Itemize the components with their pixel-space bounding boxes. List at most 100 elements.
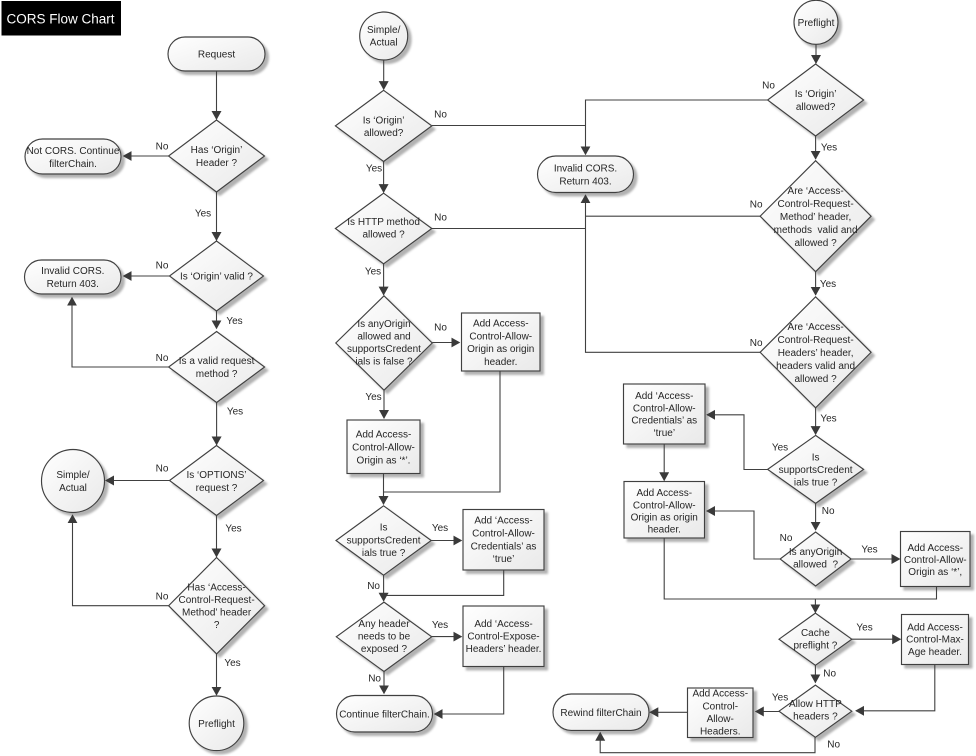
svg-text:Control-Request-: Control-Request- [179,595,255,606]
svg-text:Method’ header: Method’ header [182,608,252,619]
svg-text:Allow-: Allow- [707,714,734,725]
svg-text:headers ?: headers ? [793,711,838,722]
svg-text:No: No [750,200,763,211]
svg-text:CORS Flow Chart: CORS Flow Chart [7,12,115,27]
svg-text:Yes: Yes [365,392,381,403]
svg-text:allowed?: allowed? [364,128,404,139]
svg-text:No: No [367,581,380,592]
svg-text:Credentials’ as: Credentials’ as [631,416,697,427]
svg-text:header.: header. [484,357,517,368]
svg-text:Control-Allow-: Control-Allow- [904,555,967,566]
svg-text:Yes: Yes [366,164,382,175]
svg-text:filterChain.: filterChain. [49,159,97,170]
svg-text:allowed ?: allowed ? [362,230,405,241]
svg-text:Rewind filterChain: Rewind filterChain [560,708,641,719]
svg-text:exposed ?: exposed ? [361,644,408,655]
svg-text:Headers’ header.: Headers’ header. [466,644,542,655]
svg-text:Is anyOrigin: Is anyOrigin [789,547,842,558]
svg-text:header.: header. [648,525,681,536]
svg-text:No: No [434,323,447,334]
svg-text:Control-Allow-: Control-Allow- [633,403,696,414]
svg-text:Yes: Yes [432,620,448,631]
svg-text:Has ‘Origin’: Has ‘Origin’ [191,145,243,156]
svg-text:allowed?: allowed? [796,102,836,113]
svg-text:Is: Is [380,523,388,534]
svg-text:Headers.: Headers. [700,727,741,738]
svg-text:Control-Request-: Control-Request- [778,199,854,210]
svg-text:supportsCredent: supportsCredent [347,536,421,547]
svg-text:allowed ?: allowed ? [794,238,837,249]
svg-text:Simple/: Simple/ [367,25,401,36]
svg-text:allowed and: allowed and [357,332,410,343]
svg-text:No: No [822,506,835,517]
svg-text:Control-Max-: Control-Max- [906,635,964,646]
svg-text:Are ‘Access-: Are ‘Access- [788,322,844,333]
svg-text:Invalid CORS.: Invalid CORS. [554,164,617,175]
svg-text:Add Access-: Add Access- [636,488,692,499]
svg-text:No: No [156,142,169,153]
svg-text:Control-: Control- [702,701,738,712]
svg-text:Yes: Yes [365,267,381,278]
svg-text:headers valid and: headers valid and [776,361,855,372]
svg-text:Control-Allow-: Control-Allow- [472,529,535,540]
svg-text:Allow HTTP: Allow HTTP [789,699,842,710]
svg-text:Control-Allow-: Control-Allow- [352,443,415,454]
svg-text:Yes: Yes [772,692,788,703]
svg-text:Return 403.: Return 403. [47,279,99,290]
svg-text:Yes: Yes [856,623,872,634]
svg-text:Yes: Yes [861,545,877,556]
svg-text:Method’ header,: Method’ header, [780,212,851,223]
svg-text:Preflight: Preflight [798,18,835,29]
svg-text:Control-Request-: Control-Request- [778,335,854,346]
svg-text:Credentials’ as: Credentials’ as [471,542,537,553]
svg-text:No: No [156,353,169,364]
svg-text:Add Access-: Add Access- [907,543,963,554]
svg-text:method ?: method ? [196,369,238,380]
svg-text:?: ? [214,620,220,631]
svg-text:Request: Request [198,50,235,61]
svg-text:No: No [827,740,840,751]
svg-text:Headers’ header,: Headers’ header, [778,348,854,359]
svg-text:Actual: Actual [59,483,87,494]
svg-text:Is ‘Origin’: Is ‘Origin’ [795,89,837,100]
svg-text:Control-Allow-: Control-Allow- [633,500,696,511]
svg-text:allowed ?: allowed ? [794,374,837,385]
svg-text:Yes: Yes [820,414,836,425]
svg-text:Are ‘Access-: Are ‘Access- [788,186,844,197]
svg-text:Header ?: Header ? [196,158,238,169]
svg-text:Is ‘Origin’ valid ?: Is ‘Origin’ valid ? [180,272,253,283]
svg-text:Yes: Yes [227,407,243,418]
svg-text:Control-Allow-: Control-Allow- [469,332,532,343]
svg-text:ials true ?: ials true ? [794,478,838,489]
svg-text:No: No [434,110,447,121]
svg-text:preflight ?: preflight ? [793,641,837,652]
svg-text:No: No [156,592,169,603]
svg-text:ials true ?: ials true ? [362,548,406,559]
svg-text:Add ‘Access-: Add ‘Access- [474,516,532,527]
svg-text:No: No [156,464,169,475]
svg-text:Is ‘Origin’: Is ‘Origin’ [363,116,405,127]
svg-text:Add ‘Access-: Add ‘Access- [474,619,532,630]
svg-text:Origin as origin: Origin as origin [631,512,698,523]
svg-text:‘true’: ‘true’ [493,554,515,565]
svg-text:Any header: Any header [358,619,410,630]
svg-text:Yes: Yes [772,442,788,453]
svg-text:Is: Is [812,453,820,464]
svg-text:Not CORS. Continue: Not CORS. Continue [27,146,120,157]
svg-text:No: No [368,674,381,685]
svg-text:‘true’: ‘true’ [653,428,675,439]
svg-text:Has ‘Access-: Has ‘Access- [187,583,245,594]
svg-text:Yes: Yes [226,316,242,327]
svg-text:supportsCredent: supportsCredent [347,344,421,355]
svg-text:Yes: Yes [820,279,836,290]
svg-text:Return 403.: Return 403. [559,177,611,188]
svg-text:Actual: Actual [370,38,398,49]
svg-text:Is a valid request: Is a valid request [179,356,255,367]
svg-text:No: No [780,533,793,544]
svg-text:Preflight: Preflight [198,719,235,730]
svg-text:request ?: request ? [196,483,238,494]
svg-text:Origin as ‘*’,: Origin as ‘*’, [908,567,962,578]
svg-text:Continue filterChain.: Continue filterChain. [339,710,430,721]
svg-text:Invalid CORS.: Invalid CORS. [41,266,104,277]
svg-text:Yes: Yes [225,524,241,535]
